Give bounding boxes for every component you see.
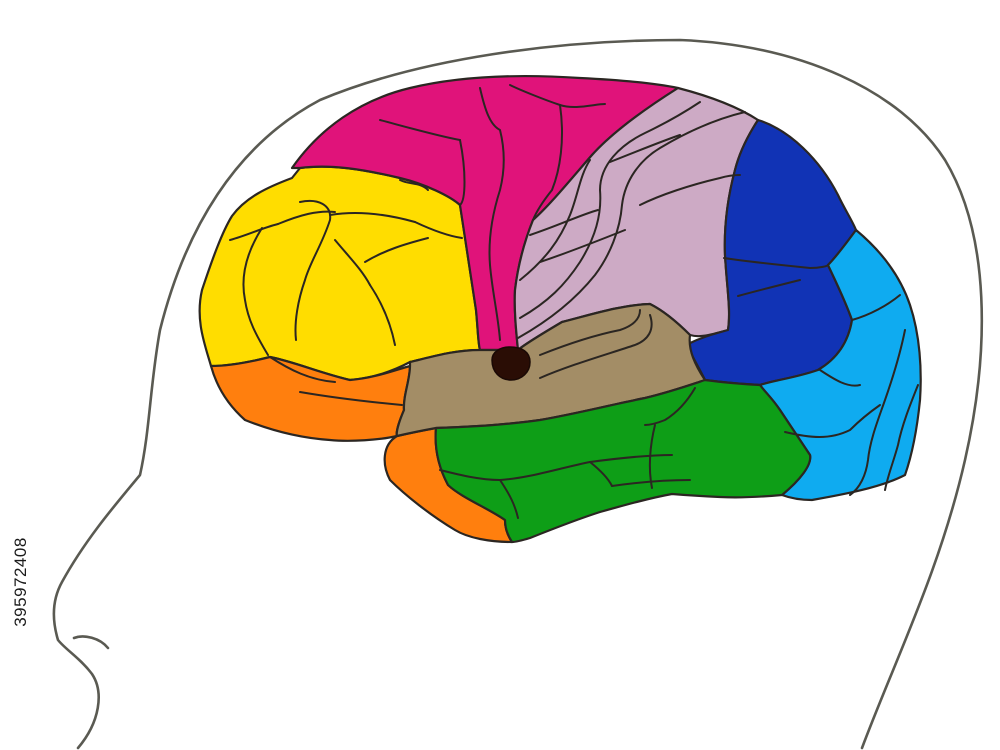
prefrontal-region xyxy=(198,165,482,382)
stock-id-text: 395972408 xyxy=(11,537,30,627)
sulci-lines xyxy=(229,84,919,519)
stock-id-label: 395972408 xyxy=(8,512,34,652)
nose-outline xyxy=(72,635,110,650)
dark-spot xyxy=(491,346,531,381)
head-outline xyxy=(52,38,984,750)
temporal-region xyxy=(434,378,812,544)
